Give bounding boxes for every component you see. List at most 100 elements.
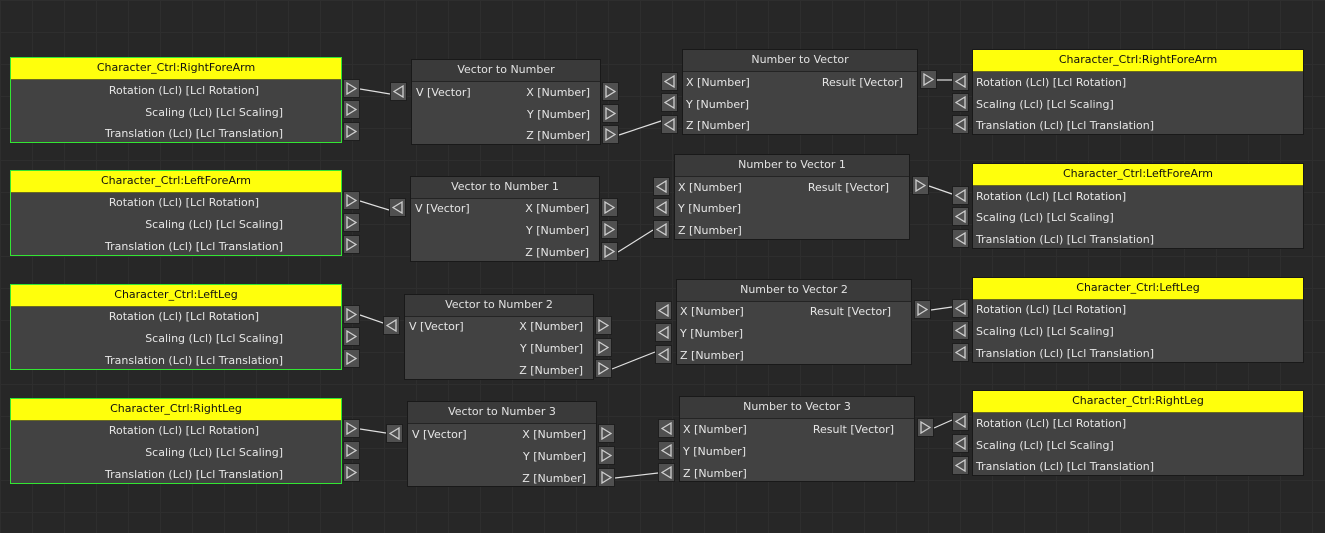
- z-number-input-pin[interactable]: [658, 463, 675, 482]
- wire-z-to-number-input-1[interactable]: [618, 120, 662, 136]
- v-vector-input-label: V [Vector]: [409, 320, 464, 333]
- vector-to-number-node[interactable]: Vector to Number 2 V [Vector] X [Number]…: [404, 294, 594, 380]
- wire-z-to-number-input-4[interactable]: [614, 472, 659, 479]
- translation-input-pin[interactable]: [952, 456, 969, 475]
- y-number-input-pin[interactable]: [653, 198, 670, 217]
- scaling-input-pin[interactable]: [952, 434, 969, 453]
- target-node-right-forearm[interactable]: Character_Ctrl:RightForeArm Rotation (Lc…: [972, 49, 1304, 135]
- translation-input-pin[interactable]: [952, 115, 969, 134]
- rotation-output-pin[interactable]: [343, 79, 360, 98]
- v-vector-input-pin[interactable]: [389, 198, 406, 217]
- x-number-input-pin[interactable]: [661, 72, 678, 91]
- rotation-output-pin[interactable]: [343, 305, 360, 324]
- pin-output-icon: [601, 427, 612, 440]
- number-to-vector-node[interactable]: Number to Vector 2 X [Number] Y [Number]…: [676, 279, 912, 365]
- translation-output-pin[interactable]: [343, 463, 360, 482]
- wire-z-to-number-input-3[interactable]: [611, 351, 656, 370]
- scaling-output-pin[interactable]: [343, 441, 360, 460]
- result-vector-output-pin[interactable]: [917, 418, 934, 437]
- y-number-input-pin[interactable]: [658, 441, 675, 460]
- scaling-input-pin[interactable]: [952, 93, 969, 112]
- pin-input-icon: [955, 415, 966, 428]
- source-node-right-forearm[interactable]: Character_Ctrl:RightForeArm Rotation (Lc…: [10, 57, 342, 143]
- z-number-output-pin[interactable]: [595, 359, 612, 378]
- v-vector-input-pin[interactable]: [383, 316, 400, 335]
- vector-to-number-node[interactable]: Vector to Number 1 V [Vector] X [Number]…: [410, 176, 600, 262]
- z-number-output-pin[interactable]: [602, 125, 619, 144]
- x-number-input-pin[interactable]: [658, 419, 675, 438]
- y-number-input-pin[interactable]: [661, 93, 678, 112]
- source-node-left-forearm[interactable]: Character_Ctrl:LeftForeArm Rotation (Lcl…: [10, 170, 342, 256]
- translation-input-pin[interactable]: [952, 229, 969, 248]
- y-number-output-pin[interactable]: [598, 446, 615, 465]
- z-number-input-pin[interactable]: [653, 220, 670, 239]
- rotation-input-pin[interactable]: [952, 412, 969, 431]
- x-number-output-pin[interactable]: [601, 198, 618, 217]
- translation-output-pin[interactable]: [343, 122, 360, 141]
- scaling-output-pin[interactable]: [343, 327, 360, 346]
- y-number-output-pin[interactable]: [601, 220, 618, 239]
- scaling-input-pin[interactable]: [952, 321, 969, 340]
- x-number-input-pin[interactable]: [655, 301, 672, 320]
- rotation-output-pin[interactable]: [343, 191, 360, 210]
- vector-to-number-node[interactable]: Vector to Number 3 V [Vector] X [Number]…: [407, 401, 597, 487]
- wire-rotation-to-vector-input-1[interactable]: [359, 88, 391, 95]
- x-number-output-label: X [Number]: [526, 86, 590, 99]
- scaling-input-pin[interactable]: [952, 207, 969, 226]
- wire-rotation-to-vector-input-4[interactable]: [359, 428, 387, 434]
- node-title: Character_Ctrl:RightForeArm: [11, 58, 341, 80]
- result-vector-output-pin[interactable]: [920, 70, 937, 89]
- number-to-vector-node[interactable]: Number to Vector 3 X [Number] Y [Number]…: [679, 396, 915, 482]
- z-number-input-label: Z [Number]: [680, 349, 744, 362]
- v-vector-input-pin[interactable]: [386, 424, 403, 443]
- wire-rotation-to-vector-input-2[interactable]: [359, 200, 390, 211]
- x-number-output-pin[interactable]: [602, 82, 619, 101]
- pin-output-icon: [346, 330, 357, 343]
- source-node-left-leg[interactable]: Character_Ctrl:LeftLeg Rotation (Lcl) [L…: [10, 284, 342, 370]
- translation-output-pin[interactable]: [343, 235, 360, 254]
- z-number-output-label: Z [Number]: [522, 472, 586, 485]
- rotation-property: Rotation (Lcl) [Lcl Rotation]: [108, 196, 259, 209]
- pin-input-icon: [955, 302, 966, 315]
- translation-output-pin[interactable]: [343, 349, 360, 368]
- y-number-input-pin[interactable]: [655, 323, 672, 342]
- x-number-input-pin[interactable]: [653, 177, 670, 196]
- wire-rotation-to-vector-input-3[interactable]: [359, 314, 384, 324]
- result-vector-output-pin[interactable]: [914, 300, 931, 319]
- vector-to-number-node[interactable]: Vector to Number V [Vector] X [Number] Y…: [411, 59, 601, 145]
- z-number-input-pin[interactable]: [655, 345, 672, 364]
- rotation-input-pin[interactable]: [952, 72, 969, 91]
- wire-result-to-rotation-4[interactable]: [933, 419, 953, 429]
- wire-z-to-number-input-2[interactable]: [617, 229, 654, 253]
- node-title: Vector to Number 3: [408, 402, 596, 424]
- rotation-input-pin[interactable]: [952, 186, 969, 205]
- v-vector-input-pin[interactable]: [390, 82, 407, 101]
- scaling-output-pin[interactable]: [343, 100, 360, 119]
- x-number-output-pin[interactable]: [598, 424, 615, 443]
- result-vector-output-pin[interactable]: [912, 176, 929, 195]
- wire-result-to-rotation-3[interactable]: [930, 306, 953, 311]
- pin-input-icon: [955, 437, 966, 450]
- y-number-output-pin[interactable]: [602, 104, 619, 123]
- z-number-output-pin[interactable]: [598, 468, 615, 487]
- target-node-right-leg[interactable]: Character_Ctrl:RightLeg Rotation (Lcl) […: [972, 390, 1304, 476]
- scaling-property: Scaling (Lcl) [Lcl Scaling]: [976, 325, 1114, 338]
- z-number-input-pin[interactable]: [661, 115, 678, 134]
- rotation-output-pin[interactable]: [343, 419, 360, 438]
- target-node-left-leg[interactable]: Character_Ctrl:LeftLeg Rotation (Lcl) [L…: [972, 277, 1304, 363]
- pin-output-icon: [605, 128, 616, 141]
- rotation-input-pin[interactable]: [952, 299, 969, 318]
- translation-input-pin[interactable]: [952, 343, 969, 362]
- wire-result-to-rotation-2[interactable]: [928, 185, 953, 195]
- source-node-right-leg[interactable]: Character_Ctrl:RightLeg Rotation (Lcl) […: [10, 398, 342, 484]
- scaling-output-pin[interactable]: [343, 213, 360, 232]
- y-number-output-pin[interactable]: [595, 338, 612, 357]
- pin-output-icon: [917, 303, 928, 316]
- x-number-output-pin[interactable]: [595, 316, 612, 335]
- target-node-left-forearm[interactable]: Character_Ctrl:LeftForeArm Rotation (Lcl…: [972, 163, 1304, 249]
- number-to-vector-node[interactable]: Number to Vector 1 X [Number] Y [Number]…: [674, 154, 910, 240]
- pin-input-icon: [955, 210, 966, 223]
- y-number-output-label: Y [Number]: [526, 224, 589, 237]
- z-number-output-pin[interactable]: [601, 242, 618, 261]
- number-to-vector-node[interactable]: Number to Vector X [Number] Y [Number] Z…: [682, 49, 918, 135]
